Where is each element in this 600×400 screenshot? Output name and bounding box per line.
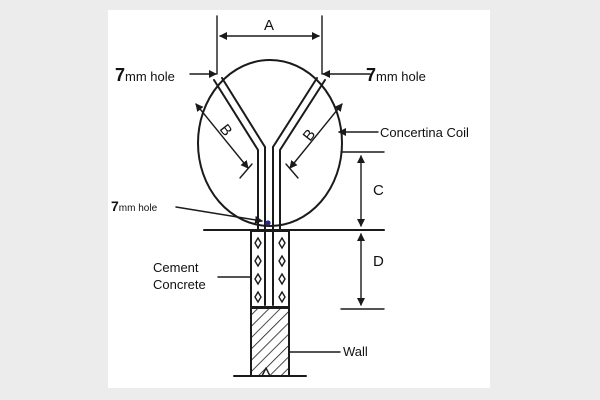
- wall-break-mark: [261, 367, 271, 377]
- wall-section: [233, 307, 307, 377]
- hole-callout-bottom: 7mm hole: [111, 198, 271, 226]
- cement-concrete-callout: Cement Concrete: [153, 260, 252, 292]
- dimension-b-left-tick: [239, 163, 253, 179]
- concertina-coil-callout: Concertina Coil: [338, 125, 469, 140]
- dimension-d: D: [340, 233, 385, 310]
- dimension-c-label: C: [373, 182, 384, 199]
- hole-right-unit: mm hole: [376, 69, 426, 84]
- dimension-a-label: A: [264, 17, 274, 34]
- wall-callout: Wall: [288, 344, 368, 359]
- dimension-b-right-arrow: [289, 103, 343, 169]
- paper-panel: [108, 10, 490, 388]
- hole-left-unit: mm hole: [125, 69, 175, 84]
- cement-label-line1: Cement: [153, 260, 199, 275]
- dimension-b-left-arrow: [195, 103, 249, 169]
- hole-callout-left: 7mm hole: [115, 65, 217, 85]
- cement-aggregate-left: [254, 236, 262, 304]
- cement-label-line2: Concrete: [153, 277, 206, 292]
- cement-aggregate-right: [278, 236, 286, 304]
- hole-bottom-mark: [265, 220, 271, 226]
- dimension-b-right-tick: [285, 163, 299, 179]
- hole-bottom-number: 7: [111, 198, 119, 214]
- hole-bottom-leader: [175, 206, 263, 224]
- hole-right-label: 7mm hole: [366, 65, 426, 85]
- dimension-d-label: D: [373, 253, 384, 270]
- wall-hatch-fill: [251, 308, 289, 376]
- hole-right-number: 7: [366, 65, 376, 85]
- hole-bottom-label: 7mm hole: [111, 198, 158, 214]
- hole-left-number: 7: [115, 65, 125, 85]
- concertina-coil-label: Concertina Coil: [380, 125, 469, 140]
- wall-label: Wall: [343, 344, 368, 359]
- hole-callout-right: 7mm hole: [322, 65, 426, 85]
- dimension-c: C: [340, 151, 385, 227]
- dimension-a: A: [216, 15, 323, 75]
- hole-left-label: 7mm hole: [115, 65, 175, 85]
- hole-bottom-unit: mm hole: [119, 203, 158, 214]
